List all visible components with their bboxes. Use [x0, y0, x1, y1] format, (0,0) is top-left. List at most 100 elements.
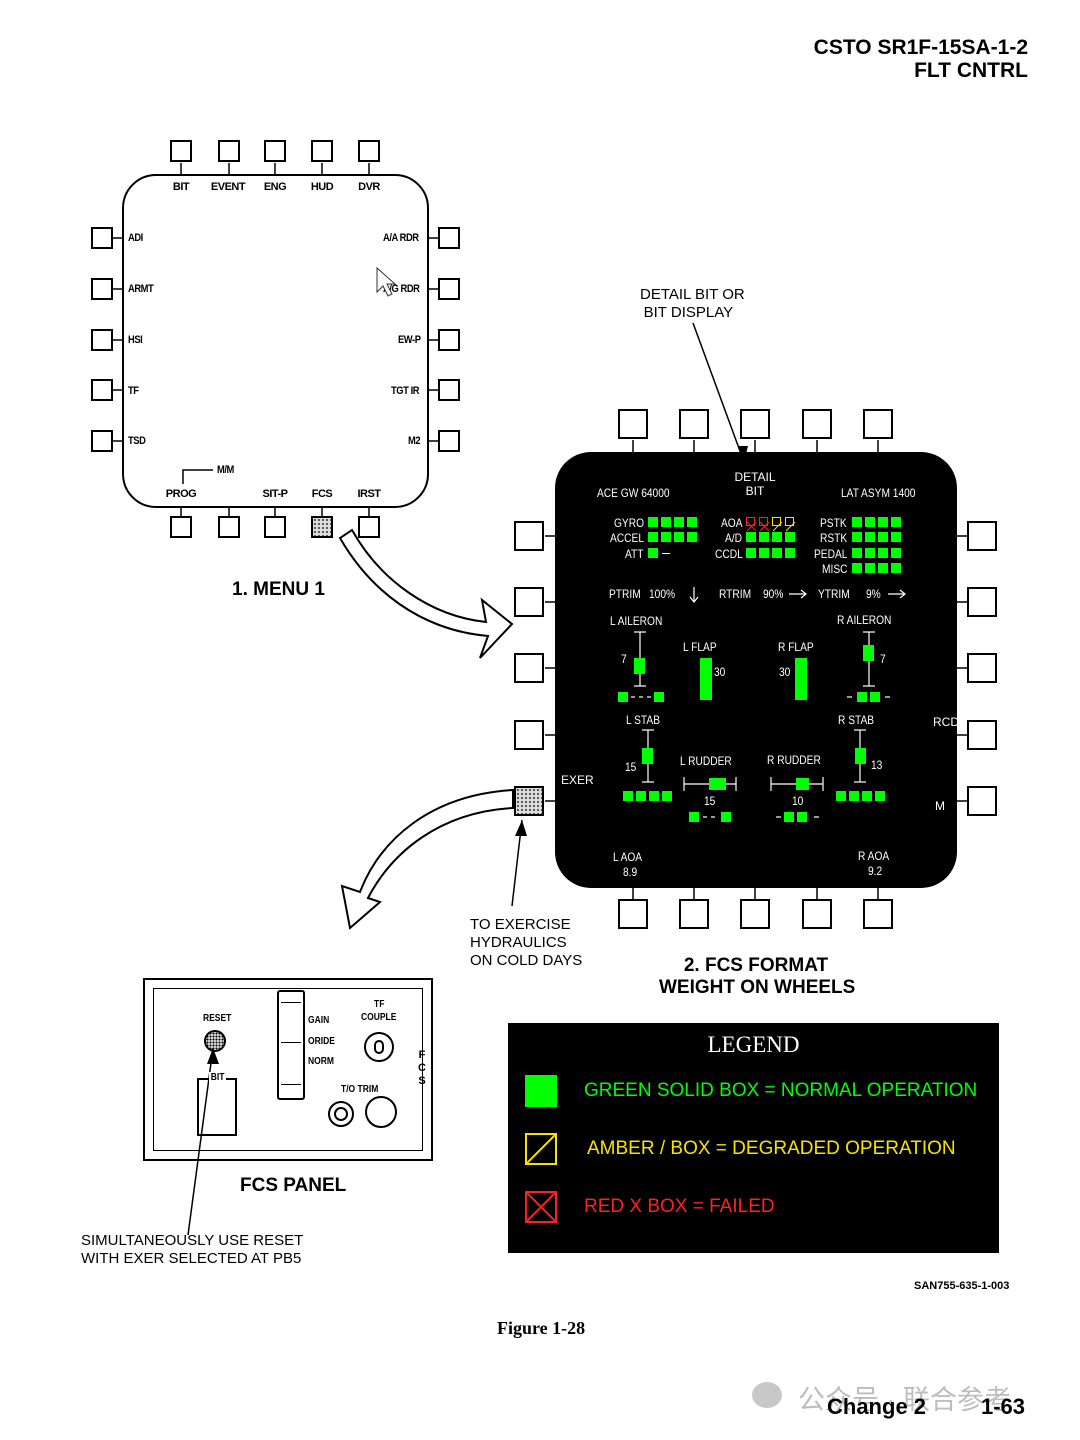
- menu-label-hud: HUD: [310, 181, 334, 193]
- to-trim-button[interactable]: [365, 1096, 397, 1128]
- rtrim-label: RTRIM: [719, 587, 752, 601]
- legend-red-box: [525, 1191, 557, 1223]
- fcs-left-button-2[interactable]: [514, 587, 544, 617]
- menu-right-button-3[interactable]: [438, 329, 460, 351]
- wechat-icon: [752, 1382, 782, 1408]
- m-label: M: [935, 799, 945, 813]
- l-flap-label: L FLAP: [683, 640, 717, 654]
- r-stab-value: 13: [871, 758, 883, 772]
- menu-label-tgt-ir: TGT IR: [391, 385, 420, 397]
- r-aoa-value: 9.2: [868, 864, 883, 878]
- fcs-top-button-2[interactable]: [679, 409, 709, 439]
- fcs-side-label: FCS: [418, 1049, 426, 1087]
- norm-label: NORM: [308, 1056, 334, 1067]
- fcs-bottom-button-5[interactable]: [863, 899, 893, 929]
- l-stab-label: L STAB: [626, 713, 661, 727]
- l-rudder-label: L RUDDER: [680, 754, 732, 768]
- menu-left-button-2[interactable]: [91, 278, 113, 300]
- reset-callout-line-2: WITH EXER SELECTED AT PB5: [81, 1250, 302, 1267]
- gyro-label: GYRO: [614, 516, 645, 530]
- lat-asym: LAT ASYM 1400: [841, 486, 916, 500]
- gain-label: GAIN: [308, 1015, 330, 1026]
- fcs-bottom-button-3[interactable]: [740, 899, 770, 929]
- menu-label-fcs: FCS: [311, 488, 333, 500]
- surface-position-graphics: [618, 587, 906, 822]
- menu-caption: 1. MENU 1: [232, 579, 325, 600]
- menu-label-dvr: DVR: [358, 181, 380, 193]
- pstk-label: PSTK: [820, 516, 847, 530]
- ad-status-box-3: [772, 532, 782, 542]
- gyro-status-box-4: [687, 517, 697, 527]
- fcs-caption: 2. FCS FORMAT WEIGHT ON WHEELS: [659, 955, 855, 999]
- menu-label-aa-rdr: A/A RDR: [383, 232, 419, 244]
- menu-label-mm: M/M: [217, 464, 234, 476]
- fcs-left-button-3[interactable]: [514, 653, 544, 683]
- rtrim-value: 90%: [763, 587, 784, 601]
- detail-bit-callout-line-1: DETAIL BIT OR: [640, 286, 745, 303]
- l-rudder-value: 15: [704, 794, 716, 808]
- fcs-bottom-button-1[interactable]: [618, 899, 648, 929]
- l-aoa-value: 8.9: [623, 865, 638, 879]
- tf-couple-switch[interactable]: [364, 1032, 394, 1062]
- menu-top-button-3[interactable]: [264, 140, 286, 162]
- menu-left-button-3[interactable]: [91, 329, 113, 351]
- menu-right-button-4[interactable]: [438, 379, 460, 401]
- fcs-m-button[interactable]: [967, 786, 997, 816]
- page-number: 1-63: [981, 1394, 1026, 1419]
- fcs-bottom-button-4[interactable]: [802, 899, 832, 929]
- menu-top-button-4[interactable]: [311, 140, 333, 162]
- pedal-box-2: [865, 548, 875, 558]
- reset-callout-line-1: SIMULTANEOUSLY USE RESET: [81, 1232, 304, 1249]
- fcs-right-button-1[interactable]: [967, 521, 997, 551]
- menu-bottom-button-1[interactable]: [170, 516, 192, 538]
- detail-label: DETAIL: [734, 470, 776, 484]
- l-aileron-value: 7: [621, 652, 627, 666]
- fcs-rcd-button[interactable]: [967, 720, 997, 750]
- fcs-right-button-3[interactable]: [967, 653, 997, 683]
- legend-red-text: RED X BOX = FAILED: [584, 1196, 775, 1217]
- menu-fcs-button[interactable]: [311, 516, 333, 538]
- menu-left-button-5[interactable]: [91, 430, 113, 452]
- accel-status-box-1: [648, 532, 658, 542]
- watermark: 公众号 · 联合参考: [798, 1385, 1011, 1415]
- menu-top-button-5[interactable]: [358, 140, 380, 162]
- legend-green-box: [525, 1075, 557, 1107]
- menu-top-button-2[interactable]: [218, 140, 240, 162]
- menu-top-button-1[interactable]: [170, 140, 192, 162]
- fcs-top-button-4[interactable]: [802, 409, 832, 439]
- rstk-box-2: [865, 532, 875, 542]
- menu-label-bit: BIT: [172, 181, 190, 193]
- fcs-exer-button[interactable]: [514, 786, 544, 816]
- aoa-label: AOA: [721, 516, 743, 530]
- accel-status-box-3: [674, 532, 684, 542]
- gain-switch[interactable]: [277, 990, 305, 1100]
- fcs-bottom-button-2[interactable]: [679, 899, 709, 929]
- legend-amber-text: AMBER / BOX = DEGRADED OPERATION: [587, 1138, 956, 1159]
- menu-right-button-2[interactable]: [438, 278, 460, 300]
- fcs-detail-bit-button[interactable]: [740, 409, 770, 439]
- menu-left-button-1[interactable]: [91, 227, 113, 249]
- reset-button[interactable]: [204, 1030, 226, 1052]
- menu-label-ew-p: EW-P: [398, 334, 421, 346]
- header: CSTO SR1F-15SA-1-2 FLT CNTRL: [814, 36, 1028, 82]
- fcs-left-button-4[interactable]: [514, 720, 544, 750]
- fcs-top-button-5[interactable]: [863, 409, 893, 439]
- figure-code: SAN755-635-1-003: [914, 1280, 1010, 1292]
- menu-label-sit-p: SIT-P: [262, 488, 288, 500]
- fcs-right-button-2[interactable]: [967, 587, 997, 617]
- menu-label-tsd: TSD: [128, 435, 146, 447]
- menu-bottom-button-2[interactable]: [218, 516, 240, 538]
- menu-bottom-button-5[interactable]: [358, 516, 380, 538]
- ptrim-label: PTRIM: [609, 587, 641, 601]
- fcs-left-button-1[interactable]: [514, 521, 544, 551]
- rstk-label: RSTK: [820, 531, 848, 545]
- ytrim-value: 9%: [866, 587, 881, 601]
- fcs-top-button-1[interactable]: [618, 409, 648, 439]
- bit-light: [197, 1078, 237, 1136]
- menu-right-button-5[interactable]: [438, 430, 460, 452]
- bit-label: BIT: [745, 484, 765, 498]
- menu-left-button-4[interactable]: [91, 379, 113, 401]
- menu-bottom-button-3[interactable]: [264, 516, 286, 538]
- menu-right-button-1[interactable]: [438, 227, 460, 249]
